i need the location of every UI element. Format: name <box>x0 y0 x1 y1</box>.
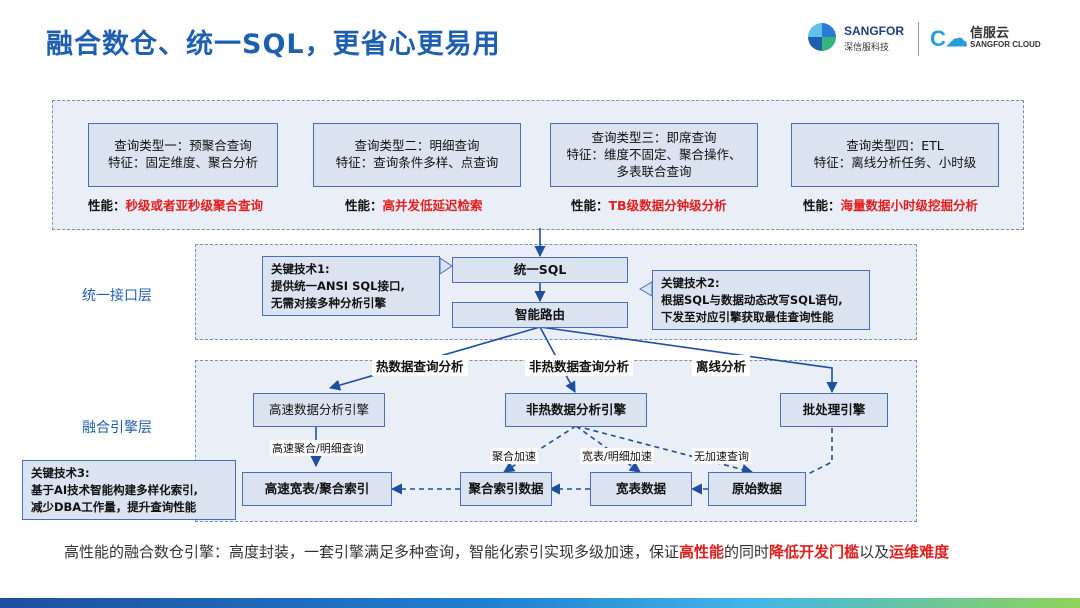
query-type-2-box: 查询类型二：明细查询 特征：查询条件多样、点查询 <box>313 123 521 187</box>
query-type-1-box: 查询类型一：预聚合查询 特征：固定维度、聚合分析 <box>88 123 278 187</box>
tech3-title: 关键技术3: <box>31 466 90 480</box>
edge-label-agg-accel: 聚合加速 <box>490 448 538 464</box>
unified-sql-node: 统一SQL <box>452 257 628 283</box>
tech3-line2: 减少DBA工作量，提升查询性能 <box>31 500 197 514</box>
query-type-2-name: 查询类型二：明细查询 <box>354 138 480 153</box>
query-type-3-name: 查询类型三：即席查询 <box>591 130 717 145</box>
tech2-line1: 根据SQL与数据动态改写SQL语句, <box>661 293 843 307</box>
batch-engine-node: 批处理引擎 <box>780 393 888 427</box>
perf-value: TB级数据分钟级分析 <box>608 198 727 213</box>
page-title: 融合数仓、统一SQL，更省心更易用 <box>46 29 501 60</box>
edge-label-wide-accel: 宽表/明细加速 <box>580 448 654 464</box>
edge-nonhot-to-raw <box>575 425 754 475</box>
summary-text: 高性能的融合数仓引擎：高度封装，一套引擎满足多种查询，智能化索引实现多级加速，保… <box>64 541 949 562</box>
logo-divider <box>918 22 919 56</box>
summary-part1: 高性能的融合数仓引擎：高度封装，一套引擎满足多种查询，智能化索引实现多级加速，保… <box>64 543 680 561</box>
perf-value: 秒级或者亚秒级聚合查询 <box>125 198 264 213</box>
edge-label-offline: 离线分析 <box>692 355 751 376</box>
summary-highlight-3: 运维难度 <box>889 543 950 561</box>
cloud-logo-en: SANGFOR CLOUD <box>970 40 1041 49</box>
perf-label: 性能： <box>571 198 609 213</box>
perf-value: 海量数据小时级挖掘分析 <box>840 198 979 213</box>
tech1-line2: 无需对接多种分析引擎 <box>271 296 386 310</box>
sangfor-logo-name: SANGFOR <box>844 24 904 38</box>
query-type-4-perf: 性能：海量数据小时级挖掘分析 <box>803 195 978 214</box>
summary-highlight-2: 降低开发门槛 <box>769 543 860 561</box>
tech2-callout: 关键技术2: 根据SQL与数据动态改写SQL语句, 下发至对应引擎获取最佳查询性… <box>652 270 870 330</box>
query-type-3-feature: 特征：维度不固定、聚合操作、 <box>566 147 742 162</box>
cloud-logo-cn: 信服云 <box>970 26 1010 41</box>
edge-label-no-accel: 无加速查询 <box>692 448 751 464</box>
query-type-1-feature: 特征：固定维度、聚合分析 <box>107 155 258 170</box>
edge-batch-to-raw <box>799 428 833 480</box>
tech2-pointer <box>639 281 653 297</box>
query-type-4-name: 查询类型四：ETL <box>846 138 944 153</box>
sangfor-cloud-logo: C☁ 信服云 SANGFOR CLOUD <box>930 22 1041 54</box>
smart-routing-node: 智能路由 <box>452 302 628 328</box>
tech3-line1: 基于AI技术智能构建多样化索引, <box>31 483 199 497</box>
perf-label: 性能： <box>88 198 126 213</box>
engine-layer-label: 融合引擎层 <box>82 420 152 436</box>
query-type-4-box: 查询类型四：ETL 特征：离线分析任务、小时级 <box>791 123 999 187</box>
perf-value: 高并发低延迟检索 <box>382 198 483 213</box>
tech2-line2: 下发至对应引擎获取最佳查询性能 <box>661 310 834 324</box>
tech1-title: 关键技术1: <box>271 262 330 276</box>
summary-part2: 的同时 <box>724 543 770 561</box>
tech3-callout: 关键技术3: 基于AI技术智能构建多样化索引, 减少DBA工作量，提升查询性能 <box>22 460 236 520</box>
query-type-3-perf: 性能：TB级数据分钟级分析 <box>571 195 727 214</box>
hot-engine-node: 高速数据分析引擎 <box>253 393 385 427</box>
tech1-pointer <box>439 257 453 275</box>
query-type-1-name: 查询类型一：预聚合查询 <box>114 138 252 153</box>
edge-label-hot-down: 高速聚合/明细查询 <box>270 440 366 456</box>
summary-part3: 以及 <box>859 543 890 561</box>
sangfor-logo-cn: 深信服科技 <box>844 43 890 53</box>
agg-index-data-node: 聚合索引数据 <box>460 472 552 506</box>
summary-highlight-1: 高性能 <box>679 543 725 561</box>
query-type-2-perf: 性能：高并发低延迟检索 <box>345 195 483 214</box>
query-type-4-feature: 特征：离线分析任务、小时级 <box>813 155 977 170</box>
tech2-title: 关键技术2: <box>661 276 720 290</box>
edge-label-hot: 热数据查询分析 <box>372 355 468 376</box>
footer-bar <box>0 598 1080 608</box>
query-type-3-box: 查询类型三：即席查询 特征：维度不固定、聚合操作、 多表联合查询 <box>550 123 758 187</box>
cloud-logo-icon: C☁ <box>930 26 968 51</box>
query-type-1-perf: 性能：秒级或者亚秒级聚合查询 <box>88 195 263 214</box>
query-type-2-feature: 特征：查询条件多样、点查询 <box>335 155 499 170</box>
nonhot-engine-node: 非热数据分析引擎 <box>505 393 647 427</box>
sangfor-logo: SANGFOR 深信服科技 <box>808 23 906 53</box>
raw-data-node: 原始数据 <box>708 472 806 506</box>
tech1-callout: 关键技术1: 提供统一ANSI SQL接口, 无需对接多种分析引擎 <box>262 256 440 316</box>
perf-label: 性能： <box>803 198 841 213</box>
perf-label: 性能： <box>345 198 383 213</box>
query-type-3-feature-cont: 多表联合查询 <box>616 164 692 179</box>
tech1-line1: 提供统一ANSI SQL接口, <box>271 279 405 293</box>
sangfor-logo-icon <box>808 23 836 51</box>
edge-routing-to-batch <box>539 326 838 394</box>
wide-table-data-node: 宽表数据 <box>590 472 692 506</box>
wide-agg-index-node: 高速宽表/聚合索引 <box>242 472 392 506</box>
edge-label-nonhot: 非热数据查询分析 <box>525 355 634 376</box>
interface-layer-label: 统一接口层 <box>82 288 152 304</box>
